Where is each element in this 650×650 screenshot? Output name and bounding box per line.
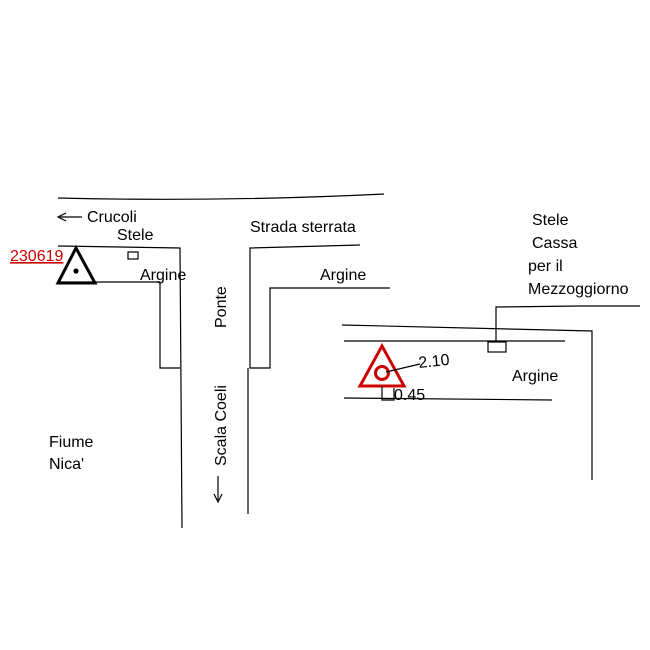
stele-marker-left — [127, 251, 139, 260]
stele-marker-right — [487, 341, 507, 353]
dimension-2-10-label: 2.10 — [418, 352, 451, 372]
benchmark-dot-left — [73, 268, 79, 274]
crucoli-label: Crucoli — [87, 209, 137, 226]
dimension-0-45-bracket — [381, 386, 395, 401]
strada-label: Strada sterrata — [250, 219, 356, 236]
stele-right-line4: Mezzoggiorno — [528, 281, 629, 298]
fiume-label-line1: Fiume — [49, 434, 94, 451]
argine-right-label: Argine — [512, 368, 558, 385]
ponte-label: Ponte — [213, 286, 230, 328]
stele-left-label: Stele — [117, 227, 154, 244]
benchmark-triangle-left — [55, 244, 98, 285]
left-bank-inner-line — [58, 281, 180, 369]
right-bank-line — [249, 244, 390, 369]
stele-right-leader — [495, 305, 581, 342]
scala-coeli-label: Scala Coeli — [213, 385, 230, 466]
stele-right-line1: Stele — [532, 212, 569, 229]
road-top-line — [57, 193, 385, 200]
right-embankment-base — [343, 397, 553, 401]
stele-right-line2: Cassa — [532, 235, 577, 252]
dimension-0-45-label: 0.45 — [394, 387, 425, 404]
dimension-2-10-line — [385, 363, 421, 373]
benchmark-id-label: 230619 — [10, 248, 63, 265]
stele-right-line3: per il — [528, 258, 563, 275]
argine-mid-label: Argine — [320, 267, 366, 284]
crucoli-arrow-head — [56, 212, 67, 222]
right-embankment-top — [341, 324, 593, 480]
left-bank-outer-line — [57, 245, 183, 529]
fiume-label-line2: Nica' — [49, 456, 84, 473]
benchmark-circle-right — [374, 365, 390, 381]
argine-left-label: Argine — [140, 267, 186, 284]
scala-coeli-arrow-head — [213, 493, 223, 504]
